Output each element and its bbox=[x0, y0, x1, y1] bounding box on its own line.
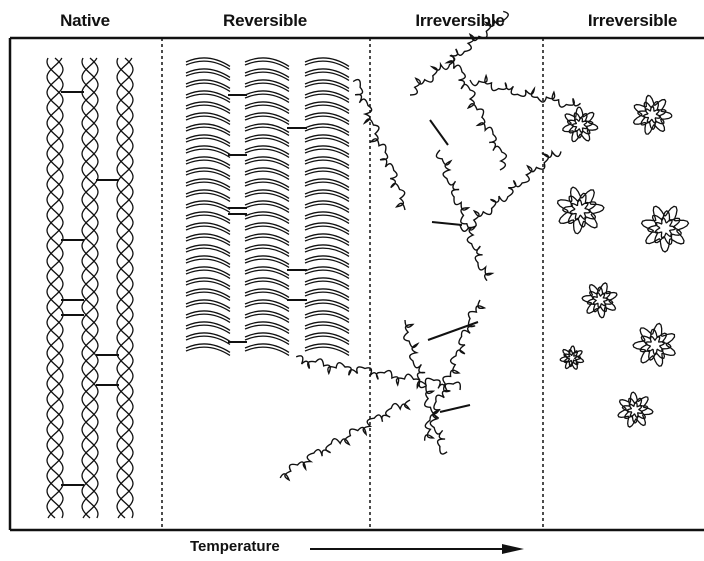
denatured-chain bbox=[296, 356, 460, 391]
denatured-chain bbox=[404, 320, 447, 454]
irreversible-collapsed-globules bbox=[558, 95, 689, 427]
denatured-chain bbox=[436, 150, 492, 281]
denatured-chain bbox=[280, 400, 410, 480]
denatured-chain bbox=[470, 76, 581, 107]
collapsed-globule bbox=[642, 206, 689, 252]
denatured-chain bbox=[410, 11, 508, 95]
helix-coil bbox=[186, 58, 230, 355]
helix-strand bbox=[47, 58, 63, 518]
collapsed-globule bbox=[560, 346, 583, 369]
native-triple-helix-fibrils bbox=[47, 58, 133, 518]
denatured-chain bbox=[460, 151, 561, 231]
collapsed-globule bbox=[558, 187, 604, 234]
temperature-label: Temperature bbox=[190, 538, 280, 555]
cross-link bbox=[430, 120, 448, 145]
cross-link bbox=[440, 405, 470, 412]
collapsed-globule bbox=[563, 107, 598, 141]
temperature-arrow bbox=[310, 544, 524, 554]
helix-coil bbox=[245, 58, 289, 355]
denatured-chain bbox=[353, 80, 405, 210]
cross-link bbox=[428, 322, 478, 340]
panel-frame bbox=[10, 38, 704, 530]
helix-coil bbox=[305, 58, 349, 355]
collapsed-globule bbox=[618, 392, 653, 427]
denatured-chain bbox=[447, 55, 507, 170]
helix-strand bbox=[117, 58, 133, 518]
reversible-helix-coils bbox=[186, 58, 349, 355]
collapsed-globule bbox=[582, 283, 617, 318]
cross-link bbox=[432, 222, 462, 225]
collapsed-globule bbox=[634, 95, 672, 134]
collapsed-globule bbox=[633, 323, 675, 366]
helix-strand bbox=[82, 58, 98, 518]
